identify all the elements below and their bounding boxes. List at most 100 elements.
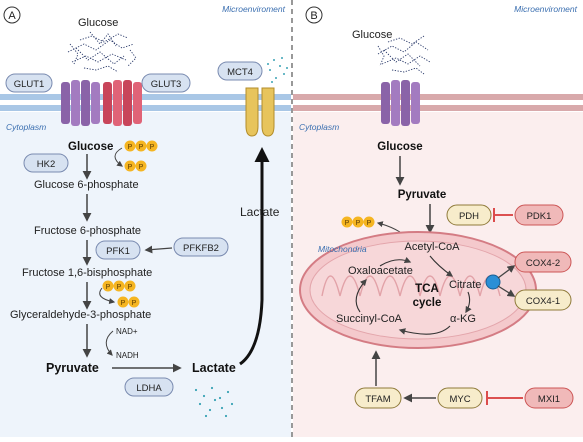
panel-b-letter: B xyxy=(310,10,317,22)
cox-complex-icon xyxy=(485,274,501,290)
tca-arrow-4 xyxy=(355,279,367,313)
lactate-export-arrow xyxy=(239,147,270,366)
nadh-label: NADH xyxy=(116,351,139,360)
cox42-pill: COX4-2 xyxy=(514,251,572,273)
svg-text:P: P xyxy=(117,284,122,291)
mxi1-label: MXI1 xyxy=(538,394,560,405)
lactate-dots-inside xyxy=(194,386,234,418)
svg-text:P: P xyxy=(150,144,155,151)
atp-curve-b xyxy=(376,221,401,233)
mxi1-inhibit-line xyxy=(486,391,523,405)
svg-text:P: P xyxy=(139,164,144,171)
panel-a-cytoplasm-label: Cytoplasm xyxy=(6,122,46,132)
mitochondrion-icon xyxy=(299,231,537,349)
f6p-label: Fructose 6-phosphate xyxy=(34,225,141,237)
pfk1-pill: PFK1 xyxy=(95,240,141,260)
glut3-label: GLUT3 xyxy=(151,79,182,90)
glut1-pill: GLUT1 xyxy=(5,73,53,93)
myc-pill: MYC xyxy=(437,387,483,409)
oxaloacetate-label: Oxaloacetate xyxy=(348,265,413,277)
lactate-label-right: Lactate xyxy=(240,205,280,219)
arrow-pfkfb2-pfk1 xyxy=(144,245,173,254)
myc-label: MYC xyxy=(449,394,470,405)
glucose-label-a: Glucose xyxy=(68,141,113,153)
tca-arrow-1 xyxy=(429,255,454,277)
nad-curve xyxy=(105,330,114,356)
panel-b-microenvironment-label: Microenviroment xyxy=(514,4,577,14)
pdh-pill: PDH xyxy=(446,204,492,226)
pdk1-pill: PDK1 xyxy=(514,204,564,226)
panel-a-microenvironment-label: Microenviroment xyxy=(222,4,285,14)
f16bp-label: Fructose 1,6-bisphosphate xyxy=(22,267,152,279)
phosphate-group-4: P P xyxy=(117,296,140,308)
cox42-label: COX4-2 xyxy=(526,258,560,269)
svg-text:P: P xyxy=(356,220,361,227)
tfam-pill: TFAM xyxy=(354,387,402,409)
atp-curve-2 xyxy=(99,287,116,304)
svg-text:P: P xyxy=(128,284,133,291)
glut3-transporter-icon xyxy=(103,80,142,126)
pdk1-inhibit-line xyxy=(493,208,513,222)
phosphate-group-b: P P P xyxy=(341,216,375,228)
pdk1-label: PDK1 xyxy=(527,211,552,222)
g6p-label: Glucose 6-phosphate xyxy=(34,179,139,191)
glut3-pill: GLUT3 xyxy=(141,73,191,93)
phosphate-group-1: P P P xyxy=(124,140,158,152)
svg-text:P: P xyxy=(128,144,133,151)
tca-arrow-2 xyxy=(465,291,472,314)
glucose-cloud-b xyxy=(377,35,431,75)
svg-text:P: P xyxy=(345,220,350,227)
glucose-top-label-a: Glucose xyxy=(78,17,118,29)
mct4-transporter-icon xyxy=(245,87,275,137)
cox-link-2 xyxy=(497,265,516,279)
tfam-label: TFAM xyxy=(365,394,390,405)
phosphate-group-3: P P P xyxy=(102,280,136,292)
cox41-label: COX4-1 xyxy=(526,296,560,307)
mxi1-pill: MXI1 xyxy=(524,387,574,409)
membrane-a xyxy=(0,94,291,111)
glut1-transporter-icon xyxy=(61,80,100,126)
citrate-label: Citrate xyxy=(449,279,481,291)
g3p-label: Glyceraldehyde-3-phosphate xyxy=(10,309,151,321)
tca-arrow-3 xyxy=(398,325,451,335)
panel-a-letter: A xyxy=(8,10,16,22)
phosphate-group-2: P P xyxy=(124,160,147,172)
svg-text:P: P xyxy=(139,144,144,151)
panel-b-label: B xyxy=(305,6,323,24)
lactate-label-bottom: Lactate xyxy=(192,361,236,375)
svg-text:P: P xyxy=(132,300,137,307)
hk2-label: HK2 xyxy=(37,159,55,170)
atp-curve-1 xyxy=(114,147,123,167)
lactate-dots-outside xyxy=(267,57,288,83)
tca-arrow-5 xyxy=(379,256,412,267)
pfkfb2-label: PFKFB2 xyxy=(183,243,219,254)
svg-text:P: P xyxy=(121,300,126,307)
mitochondria-label: Mitochondria xyxy=(318,244,367,254)
pyruvate-label-b: Pyruvate xyxy=(398,189,447,201)
glucose-top-label-b: Glucose xyxy=(352,29,392,41)
pfk1-label: PFK1 xyxy=(106,246,130,257)
pyruvate-label-a: Pyruvate xyxy=(46,361,99,375)
akg-label: α-KG xyxy=(450,313,476,325)
nad-label: NAD+ xyxy=(116,327,138,336)
glut-transporter-b-icon xyxy=(381,80,420,126)
cox41-pill: COX4-1 xyxy=(514,289,572,311)
membrane-b xyxy=(293,94,583,111)
svg-text:P: P xyxy=(367,220,372,227)
ldha-pill: LDHA xyxy=(124,377,174,397)
pfkfb2-pill: PFKFB2 xyxy=(173,237,229,257)
hk2-pill: HK2 xyxy=(23,153,69,173)
glucose-label-b: Glucose xyxy=(377,141,422,153)
svg-text:P: P xyxy=(128,164,133,171)
ldha-label: LDHA xyxy=(136,383,162,394)
glut1-label: GLUT1 xyxy=(14,79,45,90)
panel-b-cytoplasm-label: Cytoplasm xyxy=(299,122,339,132)
svg-text:P: P xyxy=(106,284,111,291)
succinylcoa-label: Succinyl-CoA xyxy=(336,313,403,325)
tca-label-2: cycle xyxy=(413,297,442,309)
glucose-cloud-a xyxy=(67,31,137,73)
pdh-label: PDH xyxy=(459,211,479,222)
panel-a-label: A xyxy=(3,6,21,24)
acetylcoa-label: Acetyl-CoA xyxy=(404,241,460,253)
